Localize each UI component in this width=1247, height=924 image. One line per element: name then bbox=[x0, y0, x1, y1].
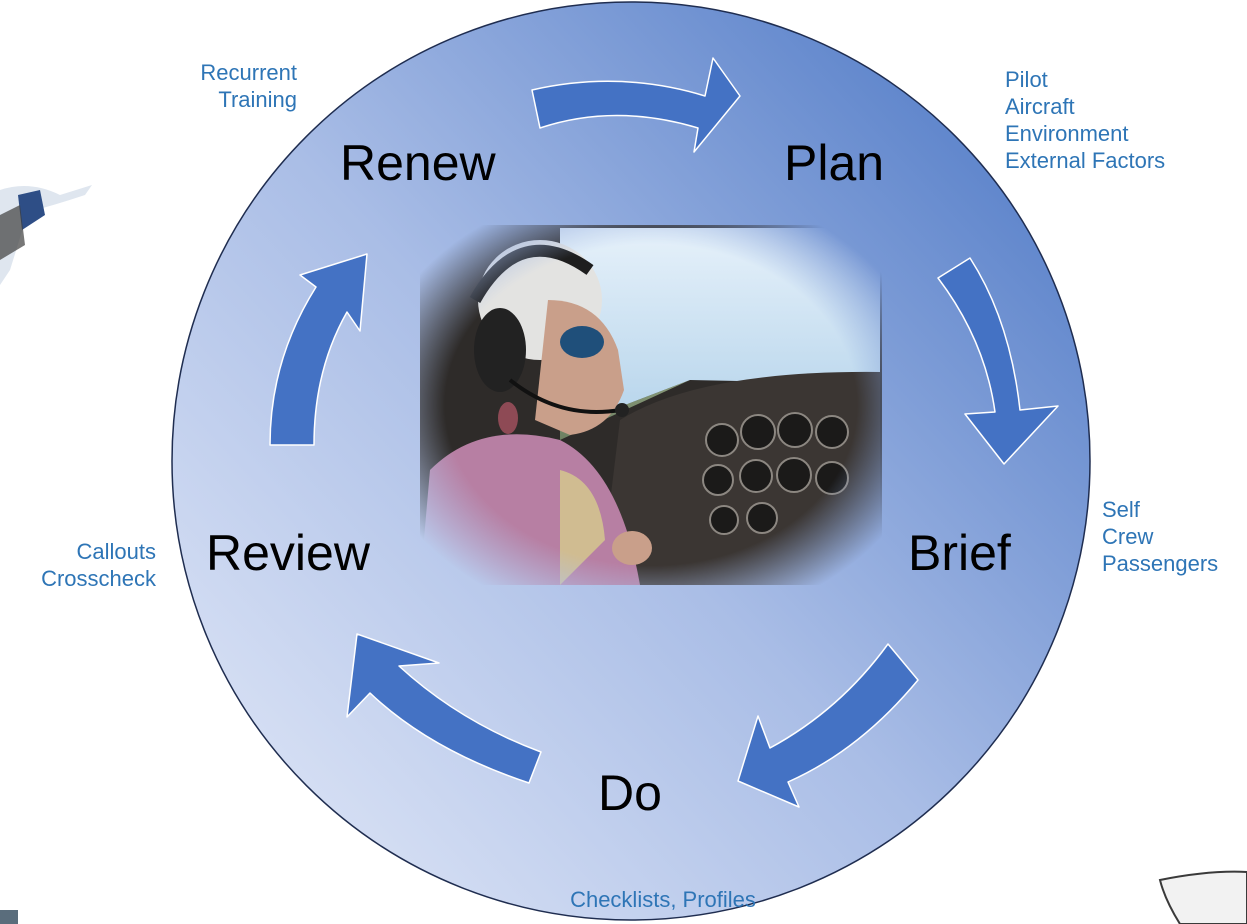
note-line: Crosscheck bbox=[41, 566, 156, 591]
arrow-renew-to-plan bbox=[531, 57, 741, 153]
edge-artifact bbox=[0, 910, 18, 924]
note-review: Callouts Crosscheck bbox=[10, 538, 156, 592]
note-do: Checklists, Profiles bbox=[538, 886, 788, 913]
note-line: Self bbox=[1102, 497, 1140, 522]
note-line: Checklists, Profiles bbox=[570, 887, 756, 912]
note-line: Passengers bbox=[1102, 551, 1219, 576]
stage-brief: Brief bbox=[908, 525, 1011, 581]
pilot-in-cockpit-photo bbox=[420, 225, 882, 585]
note-line: Callouts bbox=[76, 539, 156, 564]
stage-review: Review bbox=[206, 525, 370, 581]
arrow-review-to-renew bbox=[269, 253, 368, 446]
note-line: Recurrent bbox=[200, 60, 297, 85]
note-line: Environment bbox=[1005, 121, 1129, 146]
arrow-do-to-review bbox=[346, 633, 542, 784]
note-line: External Factors bbox=[1005, 148, 1166, 173]
small-aircraft-decor bbox=[0, 185, 92, 285]
note-renew: Recurrent Training bbox=[150, 59, 297, 113]
stage-plan: Plan bbox=[784, 135, 885, 191]
note-line: Aircraft bbox=[1005, 94, 1075, 119]
aircraft-wing-decor bbox=[1158, 870, 1247, 924]
arrow-brief-to-do bbox=[737, 643, 919, 808]
note-line: Crew bbox=[1102, 524, 1154, 549]
note-line: Pilot bbox=[1005, 67, 1048, 92]
arrow-plan-to-brief bbox=[937, 257, 1059, 465]
note-brief: Self Crew Passengers bbox=[1102, 496, 1218, 577]
note-plan: Pilot Aircraft Environment External Fact… bbox=[1005, 66, 1165, 174]
stage-renew: Renew bbox=[340, 135, 496, 191]
stage-do: Do bbox=[598, 765, 662, 821]
note-line: Training bbox=[218, 87, 297, 112]
